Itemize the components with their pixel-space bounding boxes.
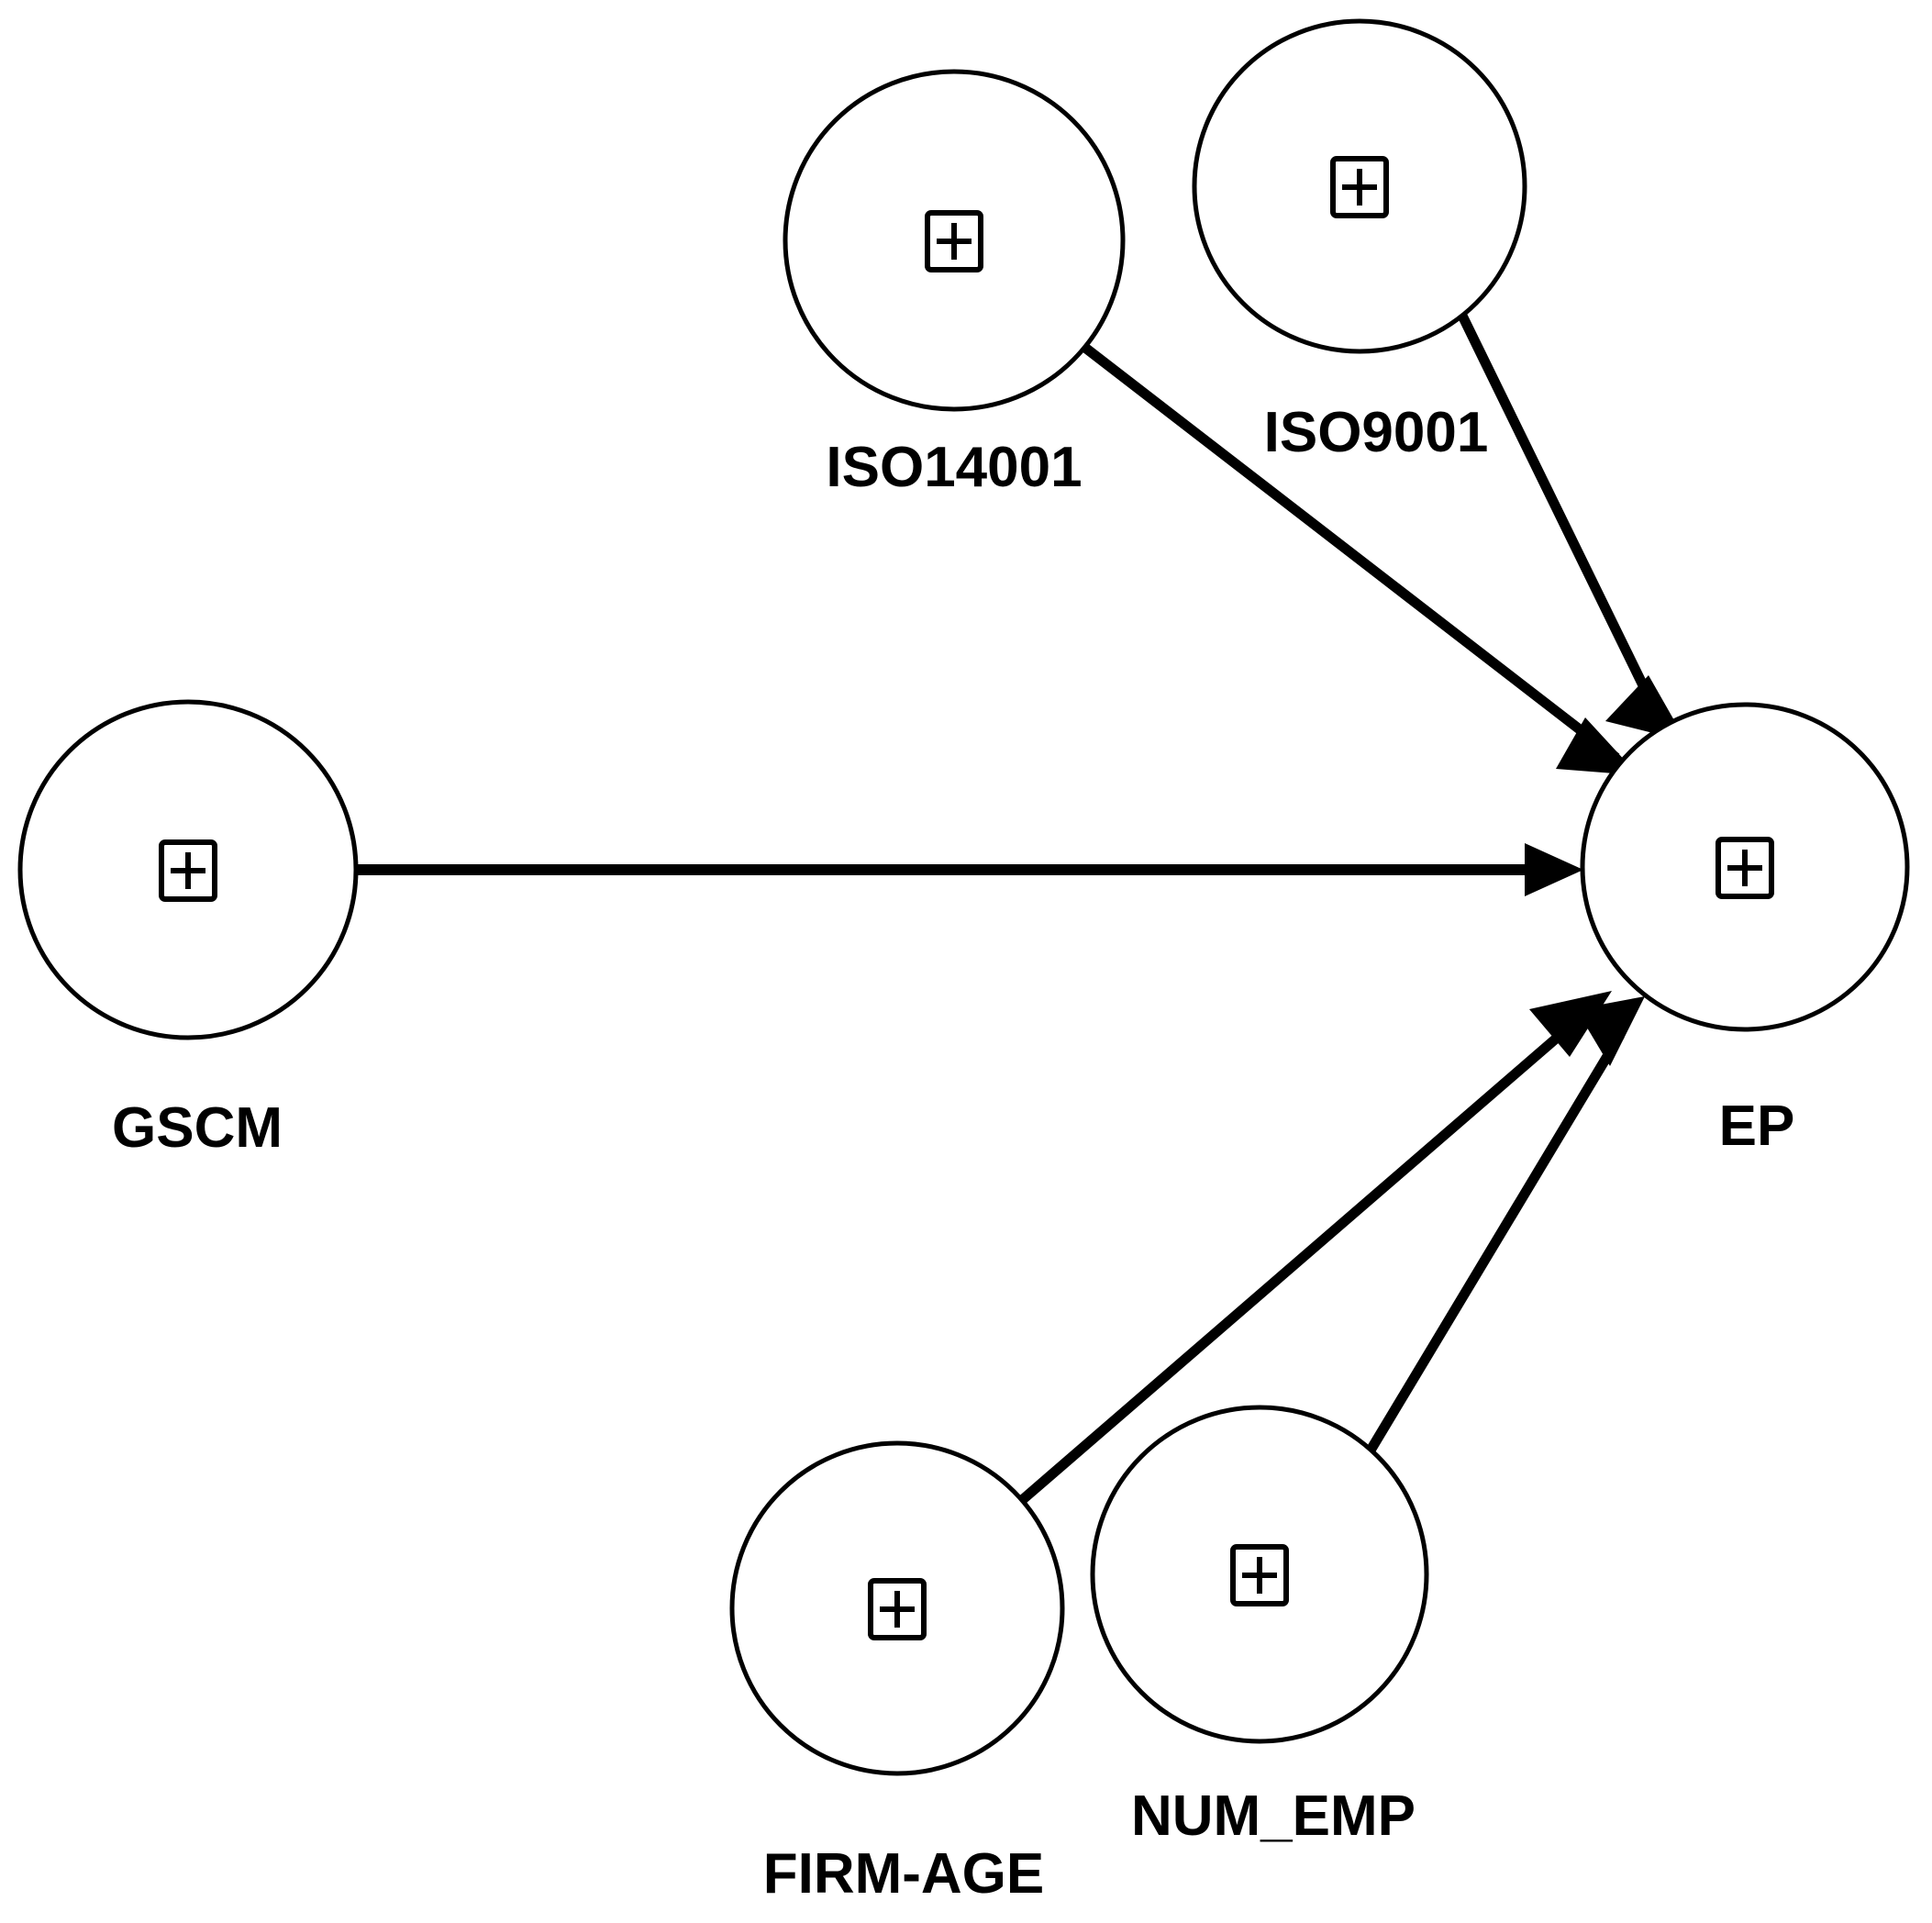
edge-line-iso14001-ep <box>1082 343 1620 762</box>
edge-gscm-to-ep[interactable] <box>356 843 1583 896</box>
plus-box-icon <box>868 1578 927 1640</box>
arrowhead-numemp-ep <box>1576 996 1645 1066</box>
node-label-gscm: GSCM <box>112 1096 283 1160</box>
edge-iso9001-to-ep[interactable] <box>1458 313 1686 741</box>
node-ep[interactable] <box>1580 702 1910 1032</box>
node-gscm[interactable] <box>17 699 359 1040</box>
node-label-num-emp: NUM_EMP <box>1131 1784 1416 1848</box>
node-label-ep: EP <box>1719 1095 1795 1158</box>
edge-line-iso9001-ep <box>1458 313 1667 728</box>
edge-iso14001-to-ep[interactable] <box>1082 343 1638 775</box>
node-iso9001[interactable] <box>1192 18 1527 354</box>
plus-box-icon <box>159 839 217 902</box>
node-firm-age[interactable] <box>729 1440 1065 1776</box>
plus-box-icon <box>925 210 983 272</box>
node-label-iso9001: ISO9001 <box>1264 401 1489 464</box>
edge-line-numemp-ep <box>1364 1032 1625 1456</box>
arrowhead-iso14001-ep <box>1556 717 1638 775</box>
edge-num-emp-to-ep[interactable] <box>1364 996 1645 1456</box>
node-label-iso14001: ISO14001 <box>826 436 1082 499</box>
plus-box-icon <box>1230 1544 1289 1606</box>
arrowhead-gscm-ep <box>1525 843 1583 896</box>
node-iso14001[interactable] <box>783 69 1126 412</box>
plus-box-icon <box>1330 156 1389 218</box>
node-label-firm-age: FIRM-AGE <box>763 1842 1045 1906</box>
node-num-emp[interactable] <box>1090 1405 1429 1744</box>
edge-line-firmage-ep <box>1017 1023 1572 1506</box>
plus-box-icon <box>1715 837 1774 899</box>
